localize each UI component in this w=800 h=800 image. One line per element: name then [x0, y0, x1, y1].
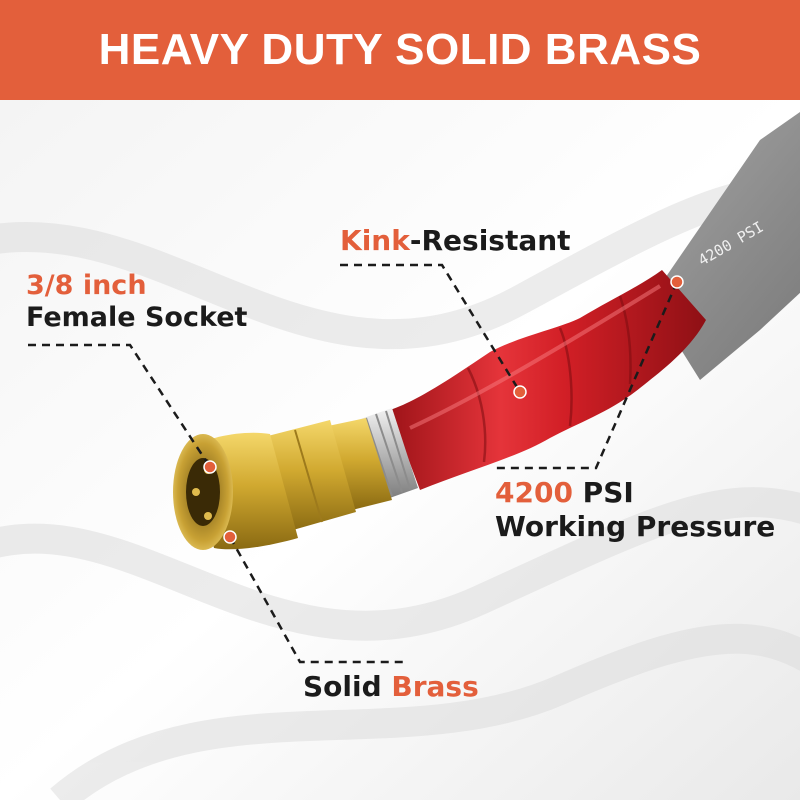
resistant-word: -Resistant	[409, 224, 571, 257]
callout-female-socket: 3/8 inch Female Socket	[26, 270, 247, 335]
pressure-label: Working Pressure	[495, 509, 776, 543]
pressure-unit: PSI	[572, 476, 634, 509]
banner-title: HEAVY DUTY SOLID BRASS	[98, 25, 702, 74]
solid-word: Solid	[303, 670, 392, 703]
socket-label: Female Socket	[26, 302, 248, 334]
socket-ball	[204, 512, 212, 520]
pressure-value: 4200	[495, 476, 573, 509]
sleeve-ribs	[466, 295, 632, 463]
callout-kink-resistant: Kink-Resistant	[340, 224, 571, 258]
ferrule-threads	[365, 410, 411, 497]
callout-solid-brass: Solid Brass	[303, 670, 479, 704]
steel-ferrule	[358, 408, 418, 500]
sleeve-highlight	[409, 284, 662, 430]
title-banner: HEAVY DUTY SOLID BRASS	[0, 0, 800, 100]
socket-opening	[186, 458, 220, 526]
socket-size: 3/8 inch	[26, 270, 147, 301]
socket-ball	[192, 488, 200, 496]
kink-word: Kink	[340, 224, 410, 257]
callout-lines	[28, 263, 679, 664]
brass-hex-nut	[328, 418, 392, 510]
callout-dots	[203, 275, 684, 544]
callout-working-pressure: 4200 PSI Working Pressure	[495, 476, 775, 543]
brass-word: Brass	[391, 670, 479, 703]
